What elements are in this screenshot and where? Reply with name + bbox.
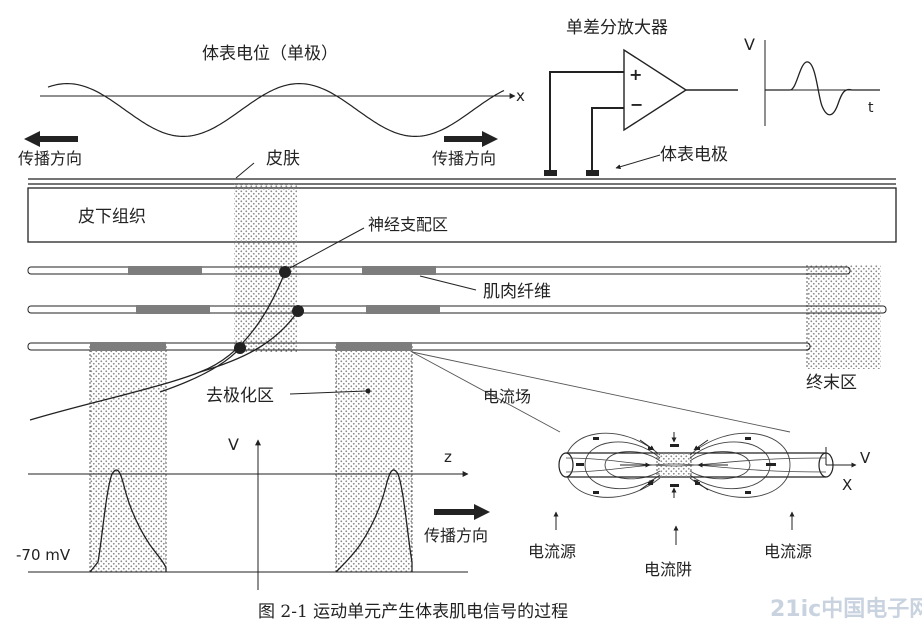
depolarization-label: 去极化区 — [206, 386, 274, 406]
terminal-zone — [807, 265, 881, 369]
action-potential-right — [335, 469, 413, 573]
current-source-right-label: 电流源 — [764, 542, 812, 561]
endplate-3a — [90, 342, 166, 351]
muscle-fiber-pointer — [419, 275, 477, 291]
electrode-wire-plus — [549, 71, 624, 172]
subcutaneous-label: 皮下组织 — [78, 207, 146, 227]
depolarization-zone-left — [90, 346, 166, 572]
propagation-arrow-left — [24, 131, 78, 147]
electrode-pointer — [615, 154, 661, 170]
ap-v-label: V — [228, 435, 239, 454]
propagation-arrow-bottom — [434, 504, 490, 520]
current-arrows — [620, 432, 728, 498]
endplate-3b — [336, 342, 412, 351]
amp-minus-sign: − — [630, 95, 643, 114]
surface-potential-label: 体表电位（单极） — [202, 44, 338, 64]
endplate-1a — [128, 266, 202, 275]
figure-caption: 图 2-1 运动单元产生体表肌电信号的过程 — [258, 602, 568, 622]
differential-amplifier — [623, 48, 688, 132]
propagation-label-bottom: 传播方向 — [424, 526, 488, 545]
muscle-fiber-3 — [27, 342, 811, 351]
inset-connector-top — [411, 351, 791, 433]
depolarization-pointer — [289, 390, 367, 395]
subcutaneous-tissue — [27, 187, 897, 243]
inset-connector-bottom — [411, 351, 561, 433]
skin-pointer — [235, 162, 255, 179]
propagation-label-right: 传播方向 — [432, 149, 496, 168]
muscle-fiber-label: 肌肉纤维 — [483, 282, 551, 302]
endplate-1b — [362, 266, 436, 275]
electrode-label: 体表电极 — [660, 145, 728, 165]
output-v-label: V — [744, 35, 755, 54]
current-field-label: 电流场 — [483, 387, 531, 406]
propagation-arrow-right — [444, 131, 498, 147]
fiber-x-label: X — [842, 476, 852, 494]
fiber-cylinder — [558, 452, 834, 478]
propagation-label-left: 传播方向 — [18, 149, 82, 168]
amplifier-label: 单差分放大器 — [566, 18, 668, 38]
skin-label: 皮肤 — [266, 149, 300, 169]
current-source-left-label: 电流源 — [528, 542, 576, 561]
surface-potential-wave — [47, 83, 505, 137]
motor-nerve — [29, 266, 304, 421]
x-axis-label-top: x — [516, 87, 525, 105]
ap-z-label: z — [444, 448, 452, 466]
site-watermark: 21ic中国电子网 — [770, 597, 922, 622]
electrode-wire-minus — [591, 107, 624, 172]
endplate-2a — [136, 305, 210, 314]
fiber-v-label: V — [860, 449, 871, 467]
muscle-fiber-2 — [27, 305, 887, 314]
innervation-label: 神经支配区 — [368, 215, 448, 234]
muscle-fiber-1 — [27, 266, 851, 275]
electrode-plus — [544, 170, 557, 176]
output-t-label: t — [868, 100, 874, 116]
depolarization-zone-right — [336, 346, 412, 572]
resting-potential-label: -70 mV — [16, 546, 71, 564]
endplate-2b — [366, 305, 440, 314]
current-sink-label: 电流阱 — [644, 560, 692, 579]
output-signal-wave — [765, 61, 880, 116]
innervation-pointer — [289, 227, 365, 269]
electrode-minus — [586, 170, 599, 176]
action-potential-left — [89, 469, 167, 573]
amp-plus-sign: + — [629, 65, 642, 84]
terminal-label: 终末区 — [806, 373, 857, 393]
